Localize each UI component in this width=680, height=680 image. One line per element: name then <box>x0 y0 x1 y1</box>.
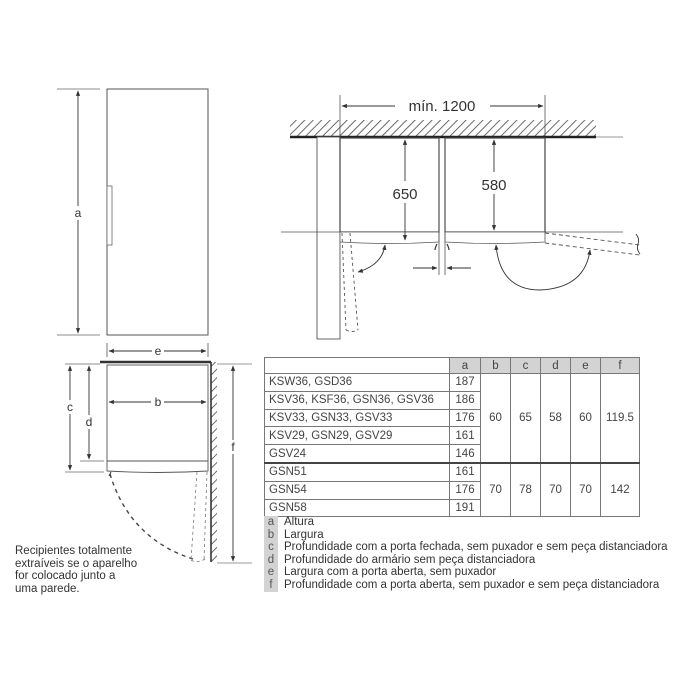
open-width-cell: 70 <box>570 461 601 518</box>
legend-item: d Profundidade do armário sem peça distan… <box>264 553 668 567</box>
table-row: GSN51 161 70 78 70 70 142 <box>264 461 640 518</box>
depth-650-label: 650 <box>392 186 417 203</box>
note-line: Recipientes totalmente <box>15 545 132 557</box>
height-cell: 191 <box>449 498 481 518</box>
height-cell: 161 <box>449 426 481 446</box>
model-cell: GSN54 <box>264 480 450 500</box>
header-d: d <box>540 357 571 374</box>
label-a: a <box>75 206 82 220</box>
height-cell: 176 <box>449 408 481 428</box>
height-cell: 186 <box>449 390 481 410</box>
label-f: f <box>231 440 235 454</box>
header-model <box>264 357 450 374</box>
depth-580-label: 580 <box>481 177 506 194</box>
label-c: c <box>67 400 73 414</box>
model-cell: GSN58 <box>264 498 450 518</box>
legend-key: c <box>264 541 278 554</box>
legend-item: c Profundidade com a porta fechada, sem p… <box>264 541 668 554</box>
note-line: uma parede. <box>15 582 80 595</box>
legend-text: Profundidade com a porta aberta, sem pux… <box>284 578 660 591</box>
table-header-row: a b c d e f <box>264 357 640 374</box>
legend-key: e <box>264 566 278 579</box>
min-width-label: mín. 1200 <box>409 98 476 115</box>
header-e: e <box>570 357 601 374</box>
legend-item: e Largura com a porta aberta, sem puxador <box>264 566 668 579</box>
label-b: b <box>155 395 162 409</box>
cabinet-depth-cell: 70 <box>540 461 571 518</box>
installation-view: mín. 1200 650 580 <box>281 95 641 340</box>
header-a: a <box>449 357 481 374</box>
height-cell: 176 <box>449 480 481 500</box>
header-f: f <box>600 357 640 374</box>
legend-item: a Altura <box>264 516 668 529</box>
model-cell: KSV33, GSN33, GSV33 <box>264 408 450 428</box>
width-cell: 70 <box>480 461 511 518</box>
legend-text: Profundidade com a porta fechada, sem pu… <box>284 541 668 554</box>
label-d: d <box>86 415 93 429</box>
closed-depth-cell: 65 <box>510 372 541 464</box>
top-view-single: e b c d f <box>64 343 252 564</box>
note-line: extraíveis se o aparelho <box>15 557 138 570</box>
model-cell: GSV24 <box>264 444 450 464</box>
label-e: e <box>155 344 162 358</box>
legend-text: Largura <box>284 528 324 541</box>
front-view: a <box>57 88 209 336</box>
legend-key: f <box>264 578 278 592</box>
table-row: GSN54 176 <box>264 480 640 500</box>
table-row: KSW36, GSD36 187 60 65 58 60 119.5 <box>264 372 640 464</box>
closed-depth-cell: 78 <box>510 461 541 518</box>
legend-text: Altura <box>284 516 315 528</box>
dimensions-table: a b c d e f KSW36, GSD36 187 60 65 58 60… <box>264 357 640 518</box>
open-depth-cell: 119.5 <box>600 372 640 464</box>
door-handle <box>106 185 113 246</box>
model-cell: GSN51 <box>264 461 450 482</box>
table-row: GSV24 146 <box>264 444 640 464</box>
appliance-front <box>106 88 209 336</box>
header-b: b <box>480 357 511 374</box>
header-c: c <box>510 357 541 374</box>
model-cell: KSW36, GSD36 <box>264 373 450 392</box>
legend-key: b <box>264 528 278 542</box>
table-row: GSN58 191 <box>264 498 640 518</box>
legend-item: b Largura <box>264 528 668 542</box>
open-depth-cell: 142 <box>600 461 640 518</box>
width-cell: 60 <box>480 372 511 464</box>
note-line: for colocado junto a <box>15 570 116 582</box>
height-cell: 187 <box>449 373 481 392</box>
model-cell: KSV36, KSF36, GSN36, GSV36 <box>264 390 450 410</box>
wall-placement-note: Recipientes totalmente extraíveis se o a… <box>15 545 175 595</box>
legend-text: Profundidade do armário sem peça distanc… <box>284 553 536 566</box>
legend-key: a <box>264 516 278 529</box>
open-width-cell: 60 <box>570 372 601 464</box>
table-row: KSV36, KSF36, GSN36, GSV36 186 <box>264 390 640 410</box>
legend-text: Largura com a porta aberta, sem puxador <box>284 566 497 579</box>
height-cell: 161 <box>449 461 481 482</box>
model-cell: KSV29, GSN29, GSV29 <box>264 426 450 446</box>
height-cell: 146 <box>449 444 481 464</box>
legend-item: f Profundidade com a porta aberta, sem pu… <box>264 578 668 592</box>
legend-key: d <box>264 553 278 567</box>
cabinet-depth-cell: 58 <box>540 372 571 464</box>
